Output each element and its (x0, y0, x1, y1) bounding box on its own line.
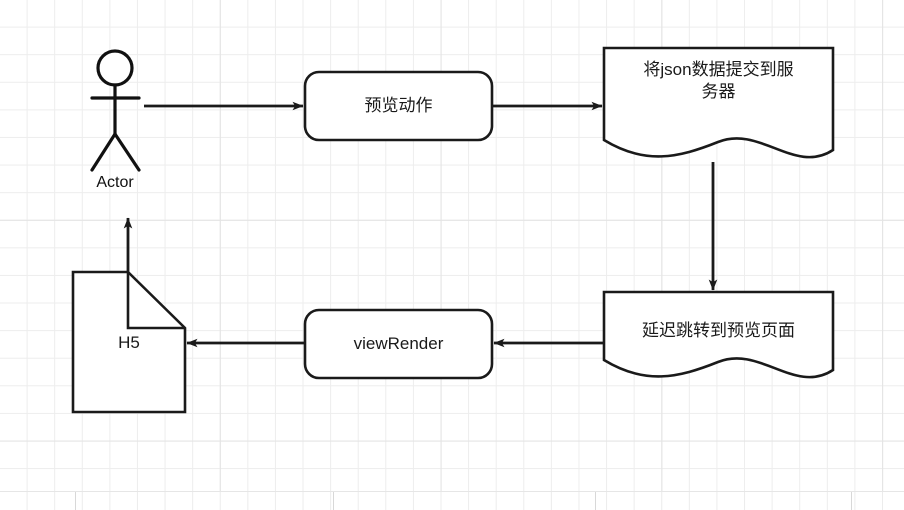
node-preview-action-shape (303, 70, 494, 142)
node-delay-redirect-shape (602, 290, 835, 379)
node-view-render-shape (303, 308, 494, 380)
ruler-strip (0, 492, 904, 510)
canvas-bottom-edge (0, 491, 904, 492)
actor-figure (90, 49, 141, 172)
node-submit-json-shape (602, 46, 835, 159)
node-h5-page-shape (71, 270, 187, 414)
actor-label: Actor (96, 174, 134, 191)
